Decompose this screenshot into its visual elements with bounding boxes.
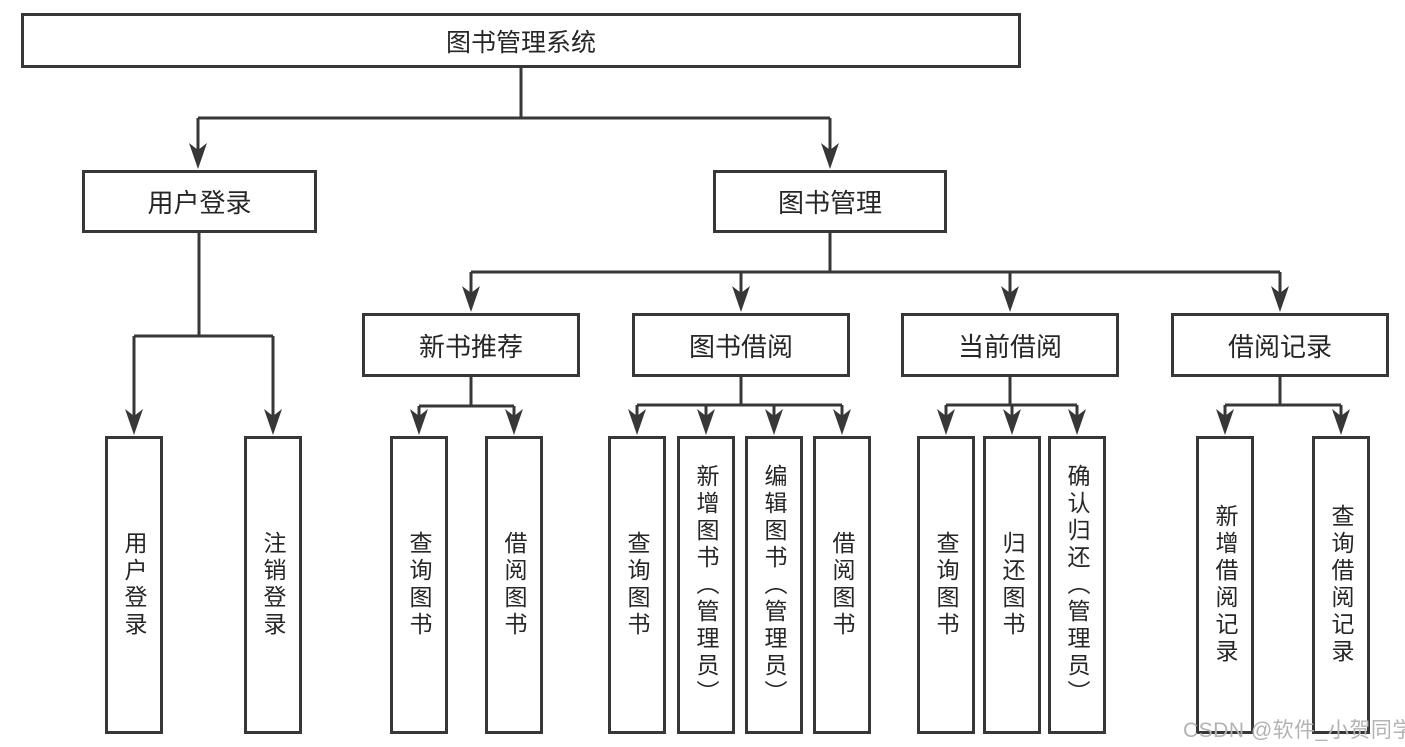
csdn-watermark: CSDN @软件_小贺同学 bbox=[1183, 719, 1405, 742]
connector-book-management-to-level3 bbox=[462, 233, 1289, 312]
arrowhead bbox=[462, 286, 480, 312]
leaf-current-query-books: 查询图书 bbox=[917, 436, 975, 734]
arrowhead bbox=[628, 409, 646, 435]
arrowhead bbox=[264, 409, 282, 435]
arrowhead bbox=[410, 409, 428, 435]
leaf-current-confirm-return-admin: 确认归还（管理员） bbox=[1048, 436, 1106, 734]
arrowhead bbox=[125, 409, 143, 435]
connector-user-login-to-leaves bbox=[125, 233, 282, 435]
connector-book-borrowing-to-leaves bbox=[628, 377, 851, 435]
node-borrowing-records: 借阅记录 bbox=[1171, 313, 1389, 377]
arrowhead bbox=[1216, 409, 1234, 435]
arrowhead bbox=[1003, 409, 1021, 435]
leaf-records-add-borrow-record: 新增借阅记录 bbox=[1196, 436, 1254, 734]
node-book-management: 图书管理 bbox=[713, 170, 947, 233]
node-library-management-system: 图书管理系统 bbox=[21, 13, 1021, 68]
leaf-records-query-borrow-record: 查询借阅记录 bbox=[1312, 436, 1370, 734]
node-user-login: 用户登录 bbox=[82, 170, 317, 233]
leaf-recommend-query-books: 查询图书 bbox=[390, 436, 448, 734]
leaf-borrow-add-books-admin: 新增图书（管理员） bbox=[677, 436, 735, 734]
leaf-recommend-borrow-books: 借阅图书 bbox=[485, 436, 543, 734]
leaf-current-return-books: 归还图书 bbox=[983, 436, 1041, 734]
arrowhead bbox=[1271, 286, 1289, 312]
arrowhead bbox=[833, 409, 851, 435]
connector-root-to-level2 bbox=[189, 68, 839, 169]
arrowhead bbox=[765, 409, 783, 435]
connector-borrowing-records-to-leaves bbox=[1216, 377, 1350, 435]
arrowhead bbox=[1068, 409, 1086, 435]
leaf-borrow-query-books: 查询图书 bbox=[608, 436, 666, 734]
connector-new-book-to-leaves bbox=[410, 377, 523, 435]
arrowhead bbox=[1001, 286, 1019, 312]
node-new-book-recommendation: 新书推荐 bbox=[362, 313, 580, 377]
arrowhead bbox=[505, 409, 523, 435]
leaf-user-login: 用户登录 bbox=[105, 436, 163, 734]
arrowhead bbox=[189, 143, 207, 169]
arrowhead bbox=[821, 143, 839, 169]
arrowhead bbox=[732, 286, 750, 312]
leaf-borrow-edit-books-admin: 编辑图书（管理员） bbox=[745, 436, 803, 734]
arrowhead bbox=[937, 409, 955, 435]
leaf-logout-login: 注销登录 bbox=[244, 436, 302, 734]
connector-current-borrowing-to-leaves bbox=[937, 377, 1086, 435]
arrowhead bbox=[697, 409, 715, 435]
node-current-borrowing: 当前借阅 bbox=[901, 313, 1119, 377]
arrowhead bbox=[1332, 409, 1350, 435]
node-book-borrowing: 图书借阅 bbox=[632, 313, 850, 377]
leaf-borrow-borrow-books: 借阅图书 bbox=[813, 436, 871, 734]
